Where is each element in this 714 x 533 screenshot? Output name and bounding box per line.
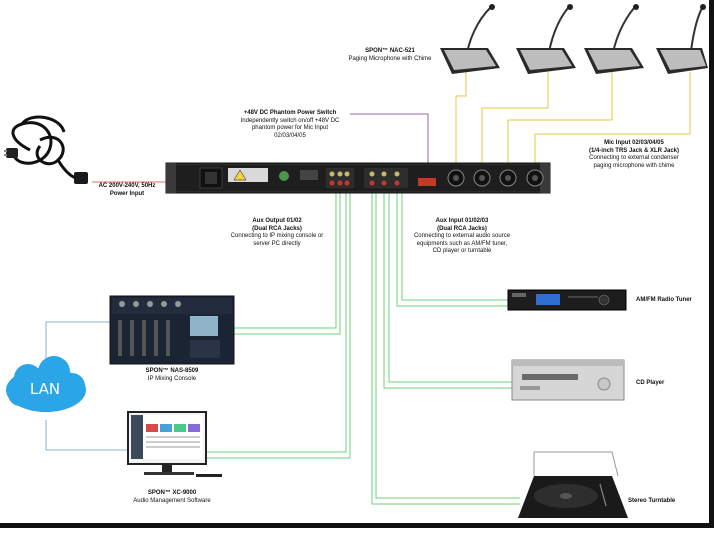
aux-input-line-2: equipments such as AM/FM tuner, <box>416 240 508 247</box>
power-cord-image <box>4 115 88 184</box>
xc9000-desc: Audio Management Software <box>133 497 211 504</box>
frame-right-edge <box>709 0 714 528</box>
computer-monitor-image <box>127 411 222 477</box>
frame-bottom-edge <box>0 523 714 528</box>
xc9000-label: SPON™ XC-9000 Audio Management Software <box>120 490 224 505</box>
nas8509-title: SPON™ NAS-8509 <box>145 368 199 374</box>
mic-input-line-1: Connecting to external condenser <box>589 155 679 161</box>
aux-input-title: Aux Input 01/02/03 <box>435 218 489 224</box>
aux-input-sub: (Dual RCA Jacks) <box>437 225 487 232</box>
aux-output-line-1: Connecting to IP mixing console or <box>230 233 324 239</box>
phantom-switch-pointer <box>350 113 429 180</box>
phantom-title: +48V DC Phantom Power Switch <box>243 110 337 116</box>
aux-input-line-1: Connecting to external audio source <box>413 233 511 239</box>
paging-microphone-2 <box>516 4 576 74</box>
ac-input-label: AC 200V-240V, 50Hz Power Input <box>88 183 166 198</box>
mic-input-label: Mic Input 02/03/04/05 (1/4-inch TRS Jack… <box>566 140 702 170</box>
ac-input-title: AC 200V-240V, 50Hz <box>98 183 156 189</box>
aux-output-sub: (Dual RCA Jacks) <box>252 225 302 232</box>
paging-microphone-4 <box>656 4 708 74</box>
tuner-label: AM/FM Radio Tuner <box>636 297 692 303</box>
nac521-desc: Paging Microphone with Chime <box>348 55 432 62</box>
lan-cloud-icon <box>6 356 86 412</box>
phantom-switch-label: +48V DC Phantom Power Switch Independent… <box>228 110 352 140</box>
phantom-line-1: Independently switch on/off +48V DC <box>240 117 340 124</box>
nac521-label: SPON™ NAC-521 Paging Microphone with Chi… <box>330 48 450 63</box>
mic-input-title: Mic Input 02/03/04/05 <box>604 140 664 146</box>
mic-input-line-2: paging microphone with chime <box>593 162 675 169</box>
turntable-label: Stereo Turntable <box>628 498 676 504</box>
amplifier-rack-unit <box>165 162 551 194</box>
nac521-title: SPON™ NAC-521 <box>365 48 415 54</box>
nas8509-label: SPON™ NAS-8509 IP Mixing Console <box>124 368 220 383</box>
phantom-line-3: 02/03/04/05 <box>274 132 306 139</box>
mic-input-sub: (1/4-inch TRS Jack & XLR Jack) <box>588 147 680 154</box>
nas8509-desc: IP Mixing Console <box>147 375 197 382</box>
lan-cables <box>45 321 128 451</box>
am-fm-tuner-image <box>507 289 627 311</box>
aux-input-line-3: CD player or turntable <box>432 248 492 254</box>
cd-player-label: CD Player <box>636 380 665 386</box>
aux-input-label: Aux Input 01/02/03 (Dual RCA Jacks) Conn… <box>404 218 520 256</box>
ip-mixing-console-image <box>109 295 235 365</box>
xc9000-title: SPON™ XC-9000 <box>147 490 197 496</box>
turntable-image <box>518 451 628 518</box>
cd-player-image <box>511 359 625 401</box>
phantom-line-2: phantom power for Mic Input <box>251 125 329 131</box>
ac-input-sub: Power Input <box>109 190 145 197</box>
aux-input-cables <box>371 193 520 505</box>
aux-output-label: Aux Output 01/02 (Dual RCA Jacks) Connec… <box>222 218 332 248</box>
paging-microphone-3 <box>584 4 644 74</box>
aux-output-line-2: server PC directly <box>253 240 301 247</box>
aux-output-cables <box>206 193 351 459</box>
aux-output-title: Aux Output 01/02 <box>252 218 302 224</box>
lan-label: LAN <box>29 380 61 398</box>
paging-microphone-1 <box>440 4 500 74</box>
mic-cables <box>455 72 691 172</box>
